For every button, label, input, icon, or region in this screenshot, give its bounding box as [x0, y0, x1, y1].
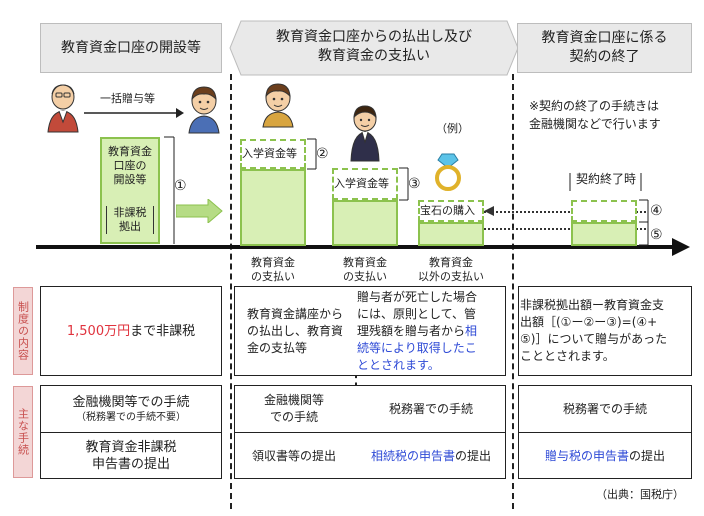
marker-3: ③	[408, 176, 421, 192]
jewel-tag: 宝石の購入	[420, 204, 475, 218]
phase-withdrawal-title: 教育資金口座からの払出し及び 教育資金の支払い	[276, 29, 472, 64]
system-col1: 1,500万円まで非課税	[66, 323, 196, 339]
system-row-right	[518, 286, 692, 376]
entrance-fund-tag-2: 入学資金等	[334, 177, 389, 191]
phase-withdrawal-arrow	[229, 20, 519, 76]
opening-deposit-box	[100, 137, 160, 244]
proc-c3-bottom: 相続税の申告書の提出	[370, 448, 492, 463]
end-note: ※契約の終了の手続きは 金融機関などで行います	[529, 99, 661, 131]
payment-caption-2: 教育資金 の支払い	[343, 256, 387, 283]
marker-5: ⑤	[650, 227, 663, 243]
grandchild-icon	[188, 86, 220, 134]
proc-divider-right	[518, 432, 692, 433]
separator-left	[230, 74, 232, 509]
opening-box-label: 教育資金 口座の 開設等	[108, 145, 152, 186]
example-label: （例）	[436, 122, 469, 135]
entrance-fund-tag-1: 入学資金等	[242, 147, 297, 161]
end-bar	[571, 222, 637, 246]
marker-4: ④	[650, 203, 663, 219]
student-icon-2	[350, 105, 380, 162]
system-row-left	[40, 286, 222, 376]
source-credit: （出典：国税庁）	[596, 488, 684, 501]
system-row-mid	[234, 286, 506, 376]
grandparent-icon	[47, 84, 79, 133]
guide-line-4	[484, 211, 646, 213]
proc-c1-top: 金融機関等での手続 （税務署での手続不要）	[72, 395, 190, 423]
phase-end-header: 教育資金口座に係る 契約の終了	[517, 23, 692, 73]
marker-2-bracket	[307, 138, 317, 170]
timeline-axis	[36, 238, 690, 256]
system-col4: 非課税拠出額ー教育資金支 出額［(①ー②ー③)=(④+ ⑤)］について贈与があっ…	[520, 298, 668, 363]
marker-2: ②	[316, 146, 329, 162]
proc-divider-left	[40, 432, 222, 433]
contract-end-bracket	[569, 173, 642, 191]
guide-arrow-4	[484, 206, 494, 216]
proc-c3-top: 税務署での手続	[388, 401, 473, 416]
end-dashed	[571, 200, 637, 222]
opening-box-bracket: 非課税 拠出	[106, 206, 154, 234]
gift-arrow	[84, 108, 184, 118]
proc-c4-bottom: 贈与税の申告書の提出	[544, 448, 666, 463]
transfer-arrow	[176, 199, 223, 223]
gift-label: 一括贈与等	[100, 92, 155, 106]
marker-1: ①	[174, 178, 187, 194]
proc-c2-top: 金融機関等 での手続	[263, 393, 324, 424]
proc-c1-bottom: 教育資金非課税 申告書の提出	[85, 440, 177, 472]
system-side-label: 制度の内容	[13, 287, 33, 375]
proc-c4-top: 税務署での手続	[562, 401, 647, 416]
marker-3-bracket	[399, 167, 409, 201]
separator-right	[512, 74, 514, 509]
payment-bar-1	[240, 169, 306, 246]
payment-caption-1: 教育資金 の支払い	[251, 256, 295, 283]
system-col2: 教育資金講座から の払出し、教育資 金の支払等	[246, 306, 343, 355]
ring-icon	[435, 153, 461, 191]
marker-45-bracket	[639, 199, 649, 246]
phase-opening-title: 教育資金口座の開設等	[61, 39, 201, 56]
system-col3: 贈与者が死亡した場合 には、原則として、管 理残額を贈与者から相 続等により取得…	[357, 289, 478, 372]
guide-line-5	[484, 228, 646, 230]
student-icon-1	[262, 83, 294, 128]
contract-end-tag: 契約終了時	[576, 172, 637, 186]
payment-caption-3: 教育資金 以外の支払い	[418, 256, 484, 283]
proc-c2-bottom: 領収書等の提出	[251, 448, 336, 463]
payment-bar-3	[418, 222, 484, 246]
opening-height-bracket	[164, 136, 175, 244]
phase-opening-header: 教育資金口座の開設等	[40, 23, 222, 73]
proc-divider-mid	[234, 432, 506, 433]
payment-bar-2	[332, 200, 398, 246]
procedures-side-label: 主な手続	[13, 386, 33, 478]
